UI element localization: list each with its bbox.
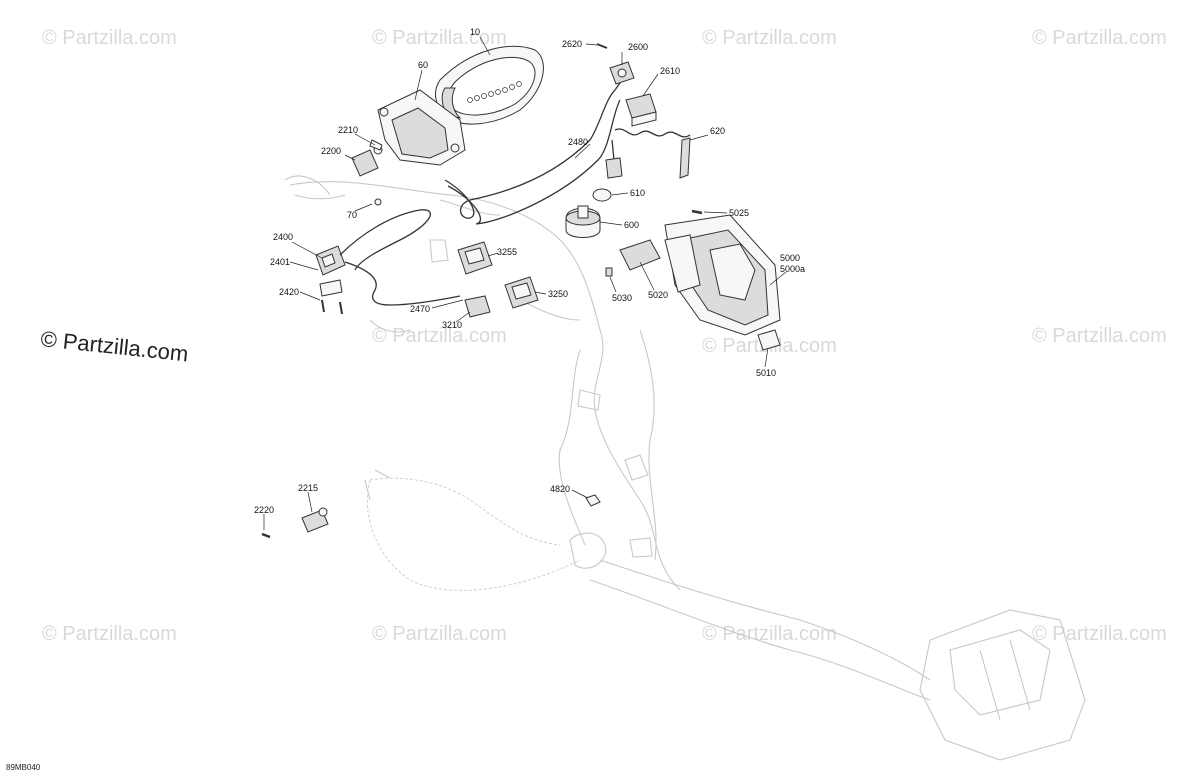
switch-2400 bbox=[315, 209, 461, 306]
watermark-2: © Partzilla.com bbox=[372, 27, 507, 49]
leader-lines bbox=[263, 36, 787, 530]
clip-5010 bbox=[757, 329, 781, 351]
callout-3210: 3210 bbox=[442, 320, 462, 330]
bracket-2401 bbox=[319, 279, 343, 297]
fitting-5030 bbox=[605, 267, 613, 277]
watermark-8: © Partzilla.com bbox=[42, 623, 177, 645]
watermark-9: © Partzilla.com bbox=[372, 623, 507, 645]
callout-70: 70 bbox=[347, 210, 357, 220]
switch-3250 bbox=[504, 276, 539, 309]
clip-70 bbox=[374, 198, 382, 206]
callout-3250: 3250 bbox=[548, 289, 568, 299]
callout-5030: 5030 bbox=[612, 293, 632, 303]
watermark-1: © Partzilla.com bbox=[42, 27, 177, 49]
callout-10: 10 bbox=[470, 27, 480, 37]
callout-2470: 2470 bbox=[410, 304, 430, 314]
module-2610 bbox=[625, 93, 657, 127]
callout-2420: 2420 bbox=[279, 287, 299, 297]
switch-2600 bbox=[609, 61, 635, 85]
callout-620: 620 bbox=[710, 126, 725, 136]
callout-3255: 3255 bbox=[497, 247, 517, 257]
callout-2210: 2210 bbox=[338, 125, 358, 135]
callout-2610: 2610 bbox=[660, 66, 680, 76]
coil-cord-620 bbox=[605, 128, 691, 179]
callout-2600: 2600 bbox=[628, 42, 648, 52]
screw-2220 bbox=[261, 532, 271, 539]
callout-2400: 2400 bbox=[273, 232, 293, 242]
callout-2220: 2220 bbox=[254, 505, 274, 515]
callout-5000: 5000 bbox=[780, 253, 800, 263]
callout-2200: 2200 bbox=[321, 146, 341, 156]
callout-5010: 5010 bbox=[756, 368, 776, 378]
watermark-7: © Partzilla.com bbox=[1032, 325, 1167, 347]
screw-2620 bbox=[596, 43, 608, 49]
callout-60: 60 bbox=[418, 60, 428, 70]
drawing-code: 89MB040 bbox=[6, 763, 41, 772]
callout-2215: 2215 bbox=[298, 483, 318, 493]
switch-3255 bbox=[457, 241, 493, 275]
connector-2200 bbox=[351, 139, 383, 177]
callout-2401: 2401 bbox=[270, 257, 290, 267]
connector-3210 bbox=[464, 295, 491, 318]
nut-4820 bbox=[585, 494, 601, 507]
ghost-frame bbox=[284, 175, 1086, 761]
instrument-cluster bbox=[434, 45, 544, 125]
watermark-10: © Partzilla.com bbox=[702, 623, 837, 645]
callout-5000a: 5000a bbox=[780, 264, 805, 274]
callout-610: 610 bbox=[630, 188, 645, 198]
callout-labels: 10 60 2210 2200 70 2620 2600 2610 620 24… bbox=[254, 27, 805, 515]
screw-5025 bbox=[691, 209, 703, 215]
watermark-11: © Partzilla.com bbox=[1032, 623, 1167, 645]
callout-5020: 5020 bbox=[648, 290, 668, 300]
callout-2620: 2620 bbox=[562, 39, 582, 49]
screws-2420 bbox=[321, 299, 343, 315]
ecu-5000 bbox=[664, 214, 781, 336]
callout-600: 600 bbox=[624, 220, 639, 230]
watermark-main: © Partzilla.com bbox=[39, 326, 189, 366]
watermark-3: © Partzilla.com bbox=[702, 27, 837, 49]
callout-4820: 4820 bbox=[550, 484, 570, 494]
nut-610 bbox=[592, 188, 612, 202]
callout-5025: 5025 bbox=[729, 208, 749, 218]
sensor-2215 bbox=[301, 507, 329, 533]
watermark-4: © Partzilla.com bbox=[1032, 27, 1167, 49]
callout-2480: 2480 bbox=[568, 137, 588, 147]
cluster-bracket bbox=[377, 89, 466, 166]
bracket-5020 bbox=[619, 239, 661, 271]
knob-600 bbox=[565, 205, 601, 238]
watermark-5: © Partzilla.com bbox=[372, 325, 507, 347]
watermark-grid: © Partzilla.com © Partzilla.com © Partzi… bbox=[42, 27, 1167, 645]
